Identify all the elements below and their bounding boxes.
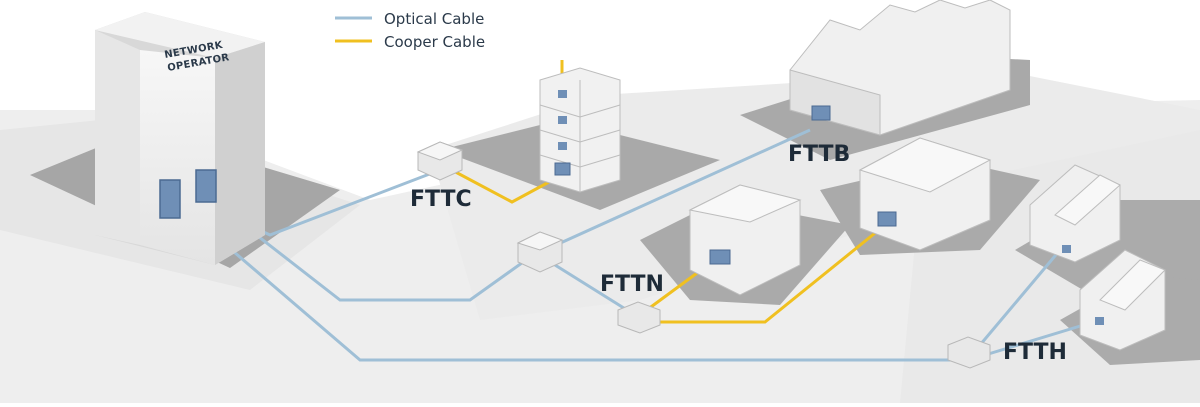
ftth-house-bottom — [1079, 249, 1166, 351]
optical-cable-to-node — [204, 193, 541, 302]
fttc-cabinet — [416, 141, 464, 181]
fttc-building — [539, 67, 621, 193]
legend-copper-label: Cooper Cable — [384, 33, 485, 51]
fttn-cabinet — [617, 301, 661, 334]
optical-cable-ftth-house-1 — [978, 249, 1062, 346]
ftth-house-top — [1029, 164, 1121, 263]
optical-cable-to-ftth — [184, 208, 970, 362]
legend-optical-label: Optical Cable — [384, 10, 484, 28]
label-fttc: FTTC — [410, 187, 472, 212]
optical-cable-to-fttn — [554, 263, 636, 317]
label-ftth: FTTH — [1003, 340, 1067, 365]
fttn-building-left — [688, 184, 802, 296]
operator-equipment — [159, 169, 217, 219]
fttn-building-right — [858, 137, 992, 251]
network-operator-building: NETWORK OPERATOR — [95, 12, 265, 265]
copper-cable-fttc — [447, 166, 563, 204]
distribution-node — [516, 231, 564, 273]
label-fttn: FTTN — [600, 272, 664, 297]
optical-cables — [184, 128, 1101, 362]
legend: Optical Cable Cooper Cable — [335, 10, 485, 51]
copper-cable-fttn-2 — [640, 223, 886, 324]
optical-cable-to-fttb — [544, 128, 811, 252]
label-fttb: FTTB — [788, 142, 850, 167]
ftth-cabinet — [947, 336, 991, 369]
fttb-building — [789, 0, 1011, 136]
